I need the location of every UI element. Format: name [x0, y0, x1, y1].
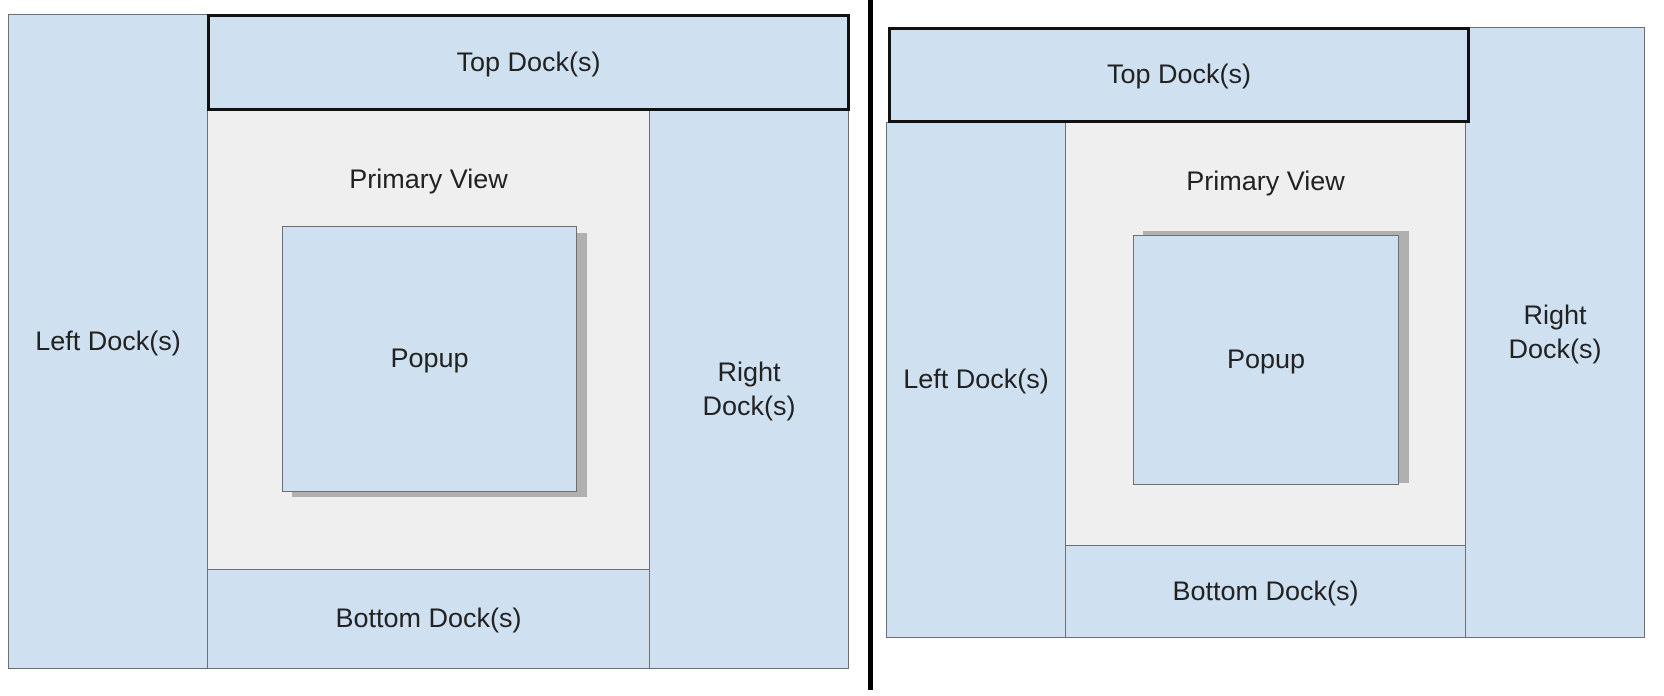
right-dock-label: Right Dock(s) [702, 356, 796, 421]
left-dock-region: Left Dock(s) [8, 14, 208, 669]
bottom-dock-region: Bottom Dock(s) [1065, 545, 1466, 638]
left-dock-label: Left Dock(s) [903, 364, 1049, 395]
right-dock-region: Right Dock(s) [649, 110, 849, 669]
primary-view-region: Primary View Popup [1065, 122, 1466, 546]
bottom-dock-label: Bottom Dock(s) [1172, 575, 1359, 606]
right-dock-label: Right Dock(s) [1508, 299, 1602, 364]
primary-view-label: Primary View [1186, 166, 1345, 196]
popup-box: Popup [1133, 235, 1399, 485]
primary-view-label: Primary View [349, 164, 508, 194]
popup-label: Popup [390, 343, 469, 374]
popup-box: Popup [282, 226, 577, 492]
top-dock-label: Top Dock(s) [456, 46, 601, 77]
top-dock-region: Top Dock(s) [207, 14, 850, 111]
bottom-dock-region: Bottom Dock(s) [207, 569, 650, 669]
left-dock-label: Left Dock(s) [35, 325, 181, 356]
top-dock-region: Top Dock(s) [888, 27, 1470, 123]
bottom-dock-label: Bottom Dock(s) [335, 603, 522, 634]
popup-label: Popup [1226, 344, 1306, 375]
primary-view-region: Primary View Popup [207, 110, 650, 570]
left-dock-region: Left Dock(s) [886, 122, 1066, 638]
divider-line [868, 0, 873, 690]
right-dock-region: Right Dock(s) [1465, 27, 1645, 638]
top-dock-label: Top Dock(s) [1106, 59, 1252, 90]
